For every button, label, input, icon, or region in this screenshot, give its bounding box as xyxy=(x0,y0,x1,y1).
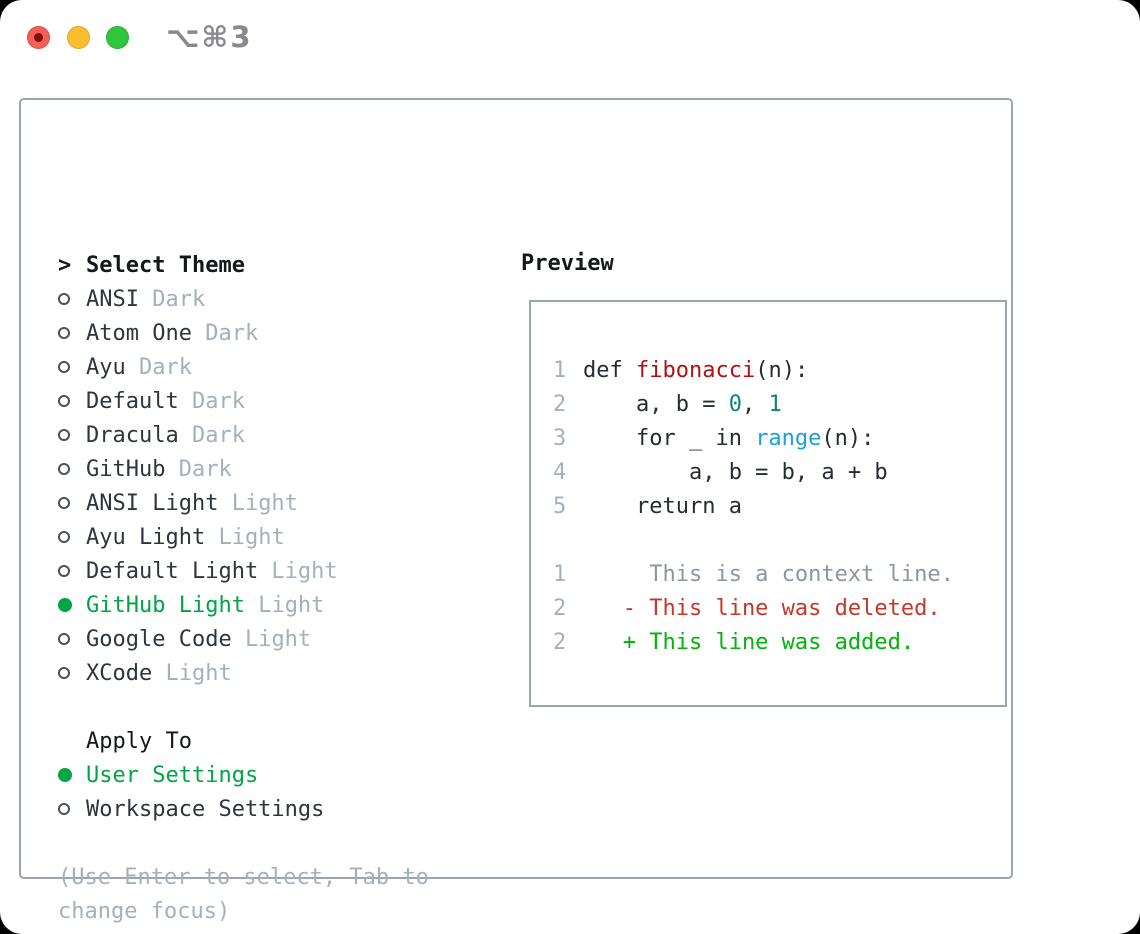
code-line: 2 a, b = 0, 1 xyxy=(553,387,954,421)
code-segment-number: 1 xyxy=(768,391,782,417)
hint-line: (Use Enter to select, Tab to xyxy=(58,864,429,890)
left-column: > Select Theme ANSI Dark Atom One Dark A… xyxy=(58,248,498,928)
code-line: 5 return a xyxy=(553,489,954,523)
apply-to-header: Apply To xyxy=(58,724,498,758)
radio-icon[interactable] xyxy=(58,667,70,679)
preview-box: 1 def fibonacci(n): 2 a, b = 0, 1 3 for … xyxy=(529,300,1007,707)
theme-item-default[interactable]: Default Dark xyxy=(58,384,498,418)
theme-item-google-code[interactable]: Google Code Light xyxy=(58,622,498,656)
apply-to-title: Apply To xyxy=(86,728,192,754)
radio-icon[interactable] xyxy=(58,463,70,475)
theme-picker-panel: > Select Theme ANSI Dark Atom One Dark A… xyxy=(19,98,1013,924)
theme-item-ayu[interactable]: Ayu Dark xyxy=(58,350,498,384)
line-number: 5 xyxy=(553,493,567,519)
code-line: 2 + This line was added. xyxy=(553,625,954,659)
apply-option-workspace-settings[interactable]: Workspace Settings xyxy=(58,792,498,826)
code-line: 2 - This line was deleted. xyxy=(553,591,954,625)
code-segment-plain: for _ in xyxy=(583,425,756,451)
code-segment-plain: , xyxy=(741,391,769,417)
theme-item-default-light[interactable]: Default Light Light xyxy=(58,554,498,588)
theme-item-github-light[interactable]: GitHub Light Light xyxy=(58,588,498,622)
line-number: 2 xyxy=(553,629,567,655)
keyboard-hint: (Use Enter to select, Tab to change focu… xyxy=(58,860,498,928)
line-number: 2 xyxy=(553,595,567,621)
code-line: 4 a, b = b, a + b xyxy=(553,455,954,489)
theme-item-ansi[interactable]: ANSI Dark xyxy=(58,282,498,316)
preview-title: Preview xyxy=(521,251,614,276)
code-segment-builtin: range xyxy=(755,425,822,451)
titlebar: ⌥⌘3 xyxy=(0,0,1140,75)
code-segment-context: This is a context line. xyxy=(583,561,954,587)
code-line: 1 def fibonacci(n): xyxy=(553,353,954,387)
code-line: 3 for _ in range(n): xyxy=(553,421,954,455)
radio-icon[interactable] xyxy=(58,803,70,815)
radio-icon[interactable] xyxy=(58,293,70,305)
radio-icon[interactable] xyxy=(58,497,70,509)
window-title: ⌥⌘3 xyxy=(166,20,253,54)
select-theme-title: Select Theme xyxy=(86,252,245,278)
theme-item-ansi-light[interactable]: ANSI Light Light xyxy=(58,486,498,520)
caret-icon: > xyxy=(58,252,72,278)
theme-item-github[interactable]: GitHub Dark xyxy=(58,452,498,486)
radio-icon[interactable] xyxy=(58,395,70,407)
radio-icon[interactable] xyxy=(58,531,70,543)
code-segment-plain: (n): xyxy=(821,425,875,451)
radio-icon[interactable] xyxy=(58,429,70,441)
code-segment-number: 0 xyxy=(728,391,742,417)
radio-icon[interactable] xyxy=(58,327,70,339)
theme-item-dracula[interactable]: Dracula Dark xyxy=(58,418,498,452)
code-segment-added: + This line was added. xyxy=(583,629,915,655)
theme-list: ANSI Dark Atom One Dark Ayu Dark Default… xyxy=(58,282,498,690)
radio-icon[interactable] xyxy=(58,768,72,782)
minimize-button[interactable] xyxy=(67,26,90,49)
radio-icon[interactable] xyxy=(58,361,70,373)
select-theme-header: > Select Theme xyxy=(58,248,498,282)
code-segment-function: fibonacci xyxy=(635,357,756,383)
radio-icon[interactable] xyxy=(58,565,70,577)
code-segment-plain: a, b = b, a + b xyxy=(583,459,888,485)
code-segment-plain: def xyxy=(583,357,636,383)
theme-item-xcode[interactable]: XCode Light xyxy=(58,656,498,690)
line-number: 1 xyxy=(553,357,567,383)
preview-code: 1 def fibonacci(n): 2 a, b = 0, 1 3 for … xyxy=(553,353,954,659)
theme-item-ayu-light[interactable]: Ayu Light Light xyxy=(58,520,498,554)
code-segment-plain: (n): xyxy=(755,357,809,383)
close-button[interactable] xyxy=(27,26,50,49)
line-number: 4 xyxy=(553,459,567,485)
zoom-button[interactable] xyxy=(106,26,129,49)
theme-item-atom-one[interactable]: Atom One Dark xyxy=(58,316,498,350)
code-line xyxy=(553,523,954,557)
code-segment-plain: a, b = xyxy=(583,391,729,417)
code-segment-plain: return a xyxy=(583,493,742,519)
apply-to-list: User Settings Workspace Settings xyxy=(58,758,498,826)
code-line: 1 This is a context line. xyxy=(553,557,954,591)
apply-option-user-settings[interactable]: User Settings xyxy=(58,758,498,792)
line-number: 3 xyxy=(553,425,567,451)
hint-line: change focus) xyxy=(58,898,231,924)
line-number: 2 xyxy=(553,391,567,417)
radio-icon[interactable] xyxy=(58,598,72,612)
code-segment-deleted: - This line was deleted. xyxy=(583,595,941,621)
radio-icon[interactable] xyxy=(58,633,70,645)
line-number: 1 xyxy=(553,561,567,587)
